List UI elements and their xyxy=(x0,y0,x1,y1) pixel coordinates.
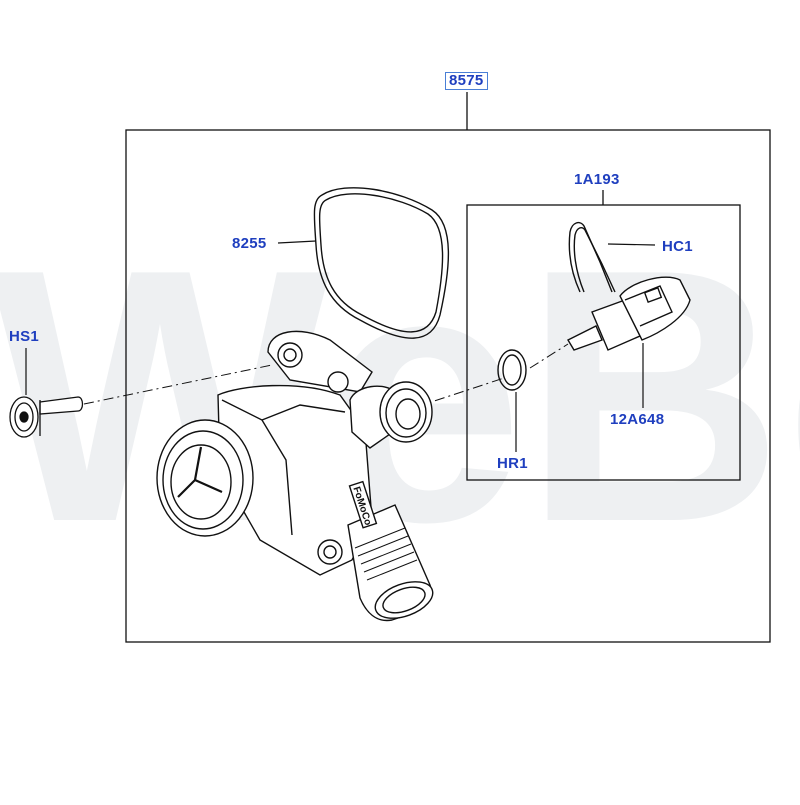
sensor-group-frame xyxy=(466,190,741,481)
callout-8575[interactable]: 8575 xyxy=(445,72,488,90)
clip-part xyxy=(568,221,616,293)
thermostat-housing: FoMoCo xyxy=(156,330,434,622)
assembly-frame xyxy=(125,92,771,643)
sensor-part xyxy=(567,276,691,351)
callout-8255[interactable]: 8255 xyxy=(232,235,267,252)
o-ring-part xyxy=(497,349,527,391)
leader-lines xyxy=(25,240,656,452)
callout-1a193[interactable]: 1A193 xyxy=(574,171,620,188)
callout-hr1[interactable]: HR1 xyxy=(497,455,528,472)
gasket-part xyxy=(313,187,450,339)
bolt-part xyxy=(9,396,84,438)
callout-12a648[interactable]: 12A648 xyxy=(610,411,665,428)
callout-hc1[interactable]: HC1 xyxy=(662,238,693,255)
callout-hs1[interactable]: HS1 xyxy=(9,328,40,345)
